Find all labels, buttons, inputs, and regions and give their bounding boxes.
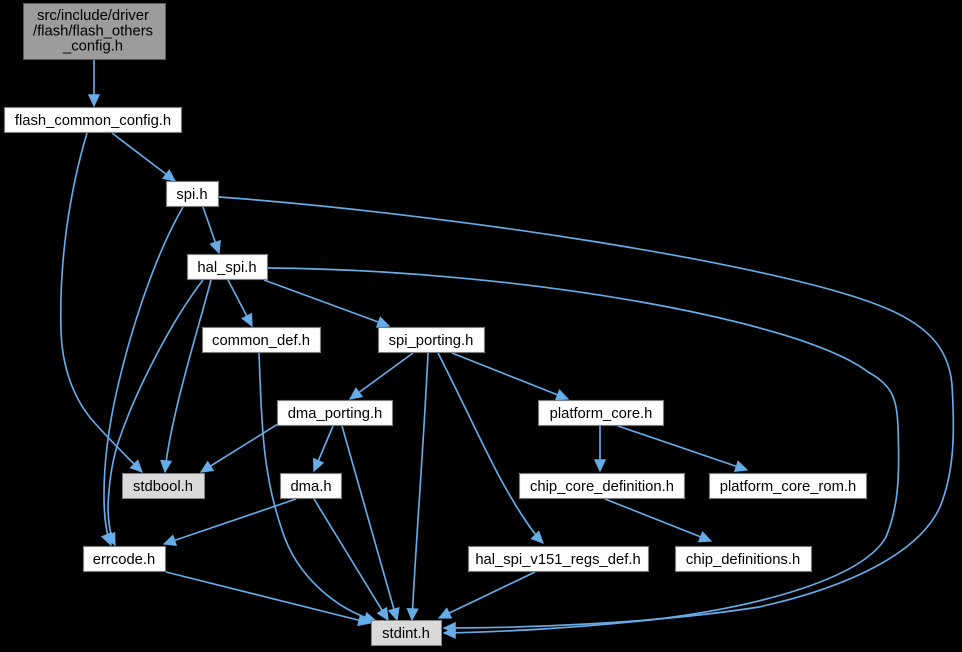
svg-text:flash_common_config.h: flash_common_config.h bbox=[15, 113, 171, 129]
svg-text:hal_spi_v151_regs_def.h: hal_spi_v151_regs_def.h bbox=[475, 552, 640, 568]
svg-text:_config.h: _config.h bbox=[62, 39, 123, 55]
svg-text:platform_core_rom.h: platform_core_rom.h bbox=[720, 479, 857, 495]
svg-text:errcode.h: errcode.h bbox=[93, 552, 156, 568]
svg-text:platform_core.h: platform_core.h bbox=[550, 406, 653, 422]
svg-text:chip_core_definition.h: chip_core_definition.h bbox=[530, 479, 674, 495]
svg-text:common_def.h: common_def.h bbox=[212, 333, 310, 349]
svg-text:chip_definitions.h: chip_definitions.h bbox=[686, 552, 800, 568]
svg-text:hal_spi.h: hal_spi.h bbox=[197, 260, 256, 276]
svg-text:/flash/flash_others: /flash/flash_others bbox=[33, 24, 153, 40]
svg-text:dma_porting.h: dma_porting.h bbox=[288, 406, 383, 422]
svg-text:stdbool.h: stdbool.h bbox=[133, 479, 193, 495]
svg-text:dma.h: dma.h bbox=[290, 479, 331, 495]
svg-text:spi.h: spi.h bbox=[176, 187, 207, 203]
svg-text:src/include/driver: src/include/driver bbox=[37, 8, 149, 24]
svg-text:spi_porting.h: spi_porting.h bbox=[389, 333, 474, 349]
svg-text:stdint.h: stdint.h bbox=[382, 626, 430, 642]
